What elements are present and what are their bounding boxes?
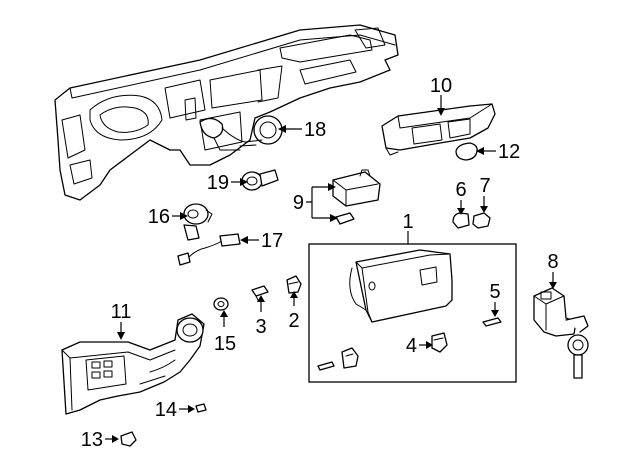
- part-4-latch: [431, 332, 448, 353]
- part-16-switch: [183, 203, 213, 241]
- callout-18: 18: [304, 119, 326, 141]
- part-19-key-cylinder: [241, 169, 279, 191]
- part-12-cover: [455, 142, 478, 161]
- part-14-clip: [195, 403, 207, 413]
- callout-19: 19: [207, 172, 229, 194]
- callout-6: 6: [455, 179, 466, 201]
- callout-14: 14: [155, 399, 177, 421]
- part-9-module: [332, 169, 381, 225]
- glove-box-group-frame: [308, 243, 517, 383]
- callout-11: 11: [111, 301, 132, 323]
- part-13-cap: [120, 431, 137, 447]
- instrument-panel-illustration: [54, 24, 399, 201]
- part-3-screw: [251, 285, 269, 301]
- callout-8: 8: [547, 251, 558, 273]
- part-17-harness: [177, 233, 241, 266]
- callout-10: 10: [430, 75, 452, 97]
- part-11-lower-panel: [61, 313, 205, 415]
- callout-1: 1: [402, 211, 413, 233]
- part-2-knob: [286, 275, 302, 294]
- callout-7: 7: [479, 175, 490, 197]
- glove-box-latch-parts: [317, 347, 359, 371]
- part-5-pin: [482, 317, 502, 327]
- part-18-clock-spring: [199, 115, 283, 151]
- callout-4: 4: [406, 335, 417, 357]
- part-15-knob: [213, 297, 229, 311]
- callout-12: 12: [498, 141, 520, 163]
- callout-15: 15: [214, 333, 236, 355]
- callout-13: 13: [81, 429, 103, 451]
- part-8-lock-assembly: [533, 287, 589, 379]
- callout-17: 17: [261, 230, 283, 252]
- callout-16: 16: [148, 206, 170, 228]
- callout-3: 3: [255, 316, 266, 338]
- part-6-bumper: [452, 212, 470, 229]
- leader-lines: [105, 95, 557, 443]
- callout-labels: 10 18 12 19 9 6 7 16 17 1 8 5 3 2 15 11 …: [81, 75, 559, 451]
- part-1-glove-box: [349, 249, 453, 323]
- callout-2: 2: [288, 310, 299, 332]
- callout-9: 9: [293, 192, 304, 214]
- part-7-clip: [472, 212, 491, 229]
- callout-5: 5: [489, 281, 500, 303]
- part-10-panel: [381, 103, 496, 156]
